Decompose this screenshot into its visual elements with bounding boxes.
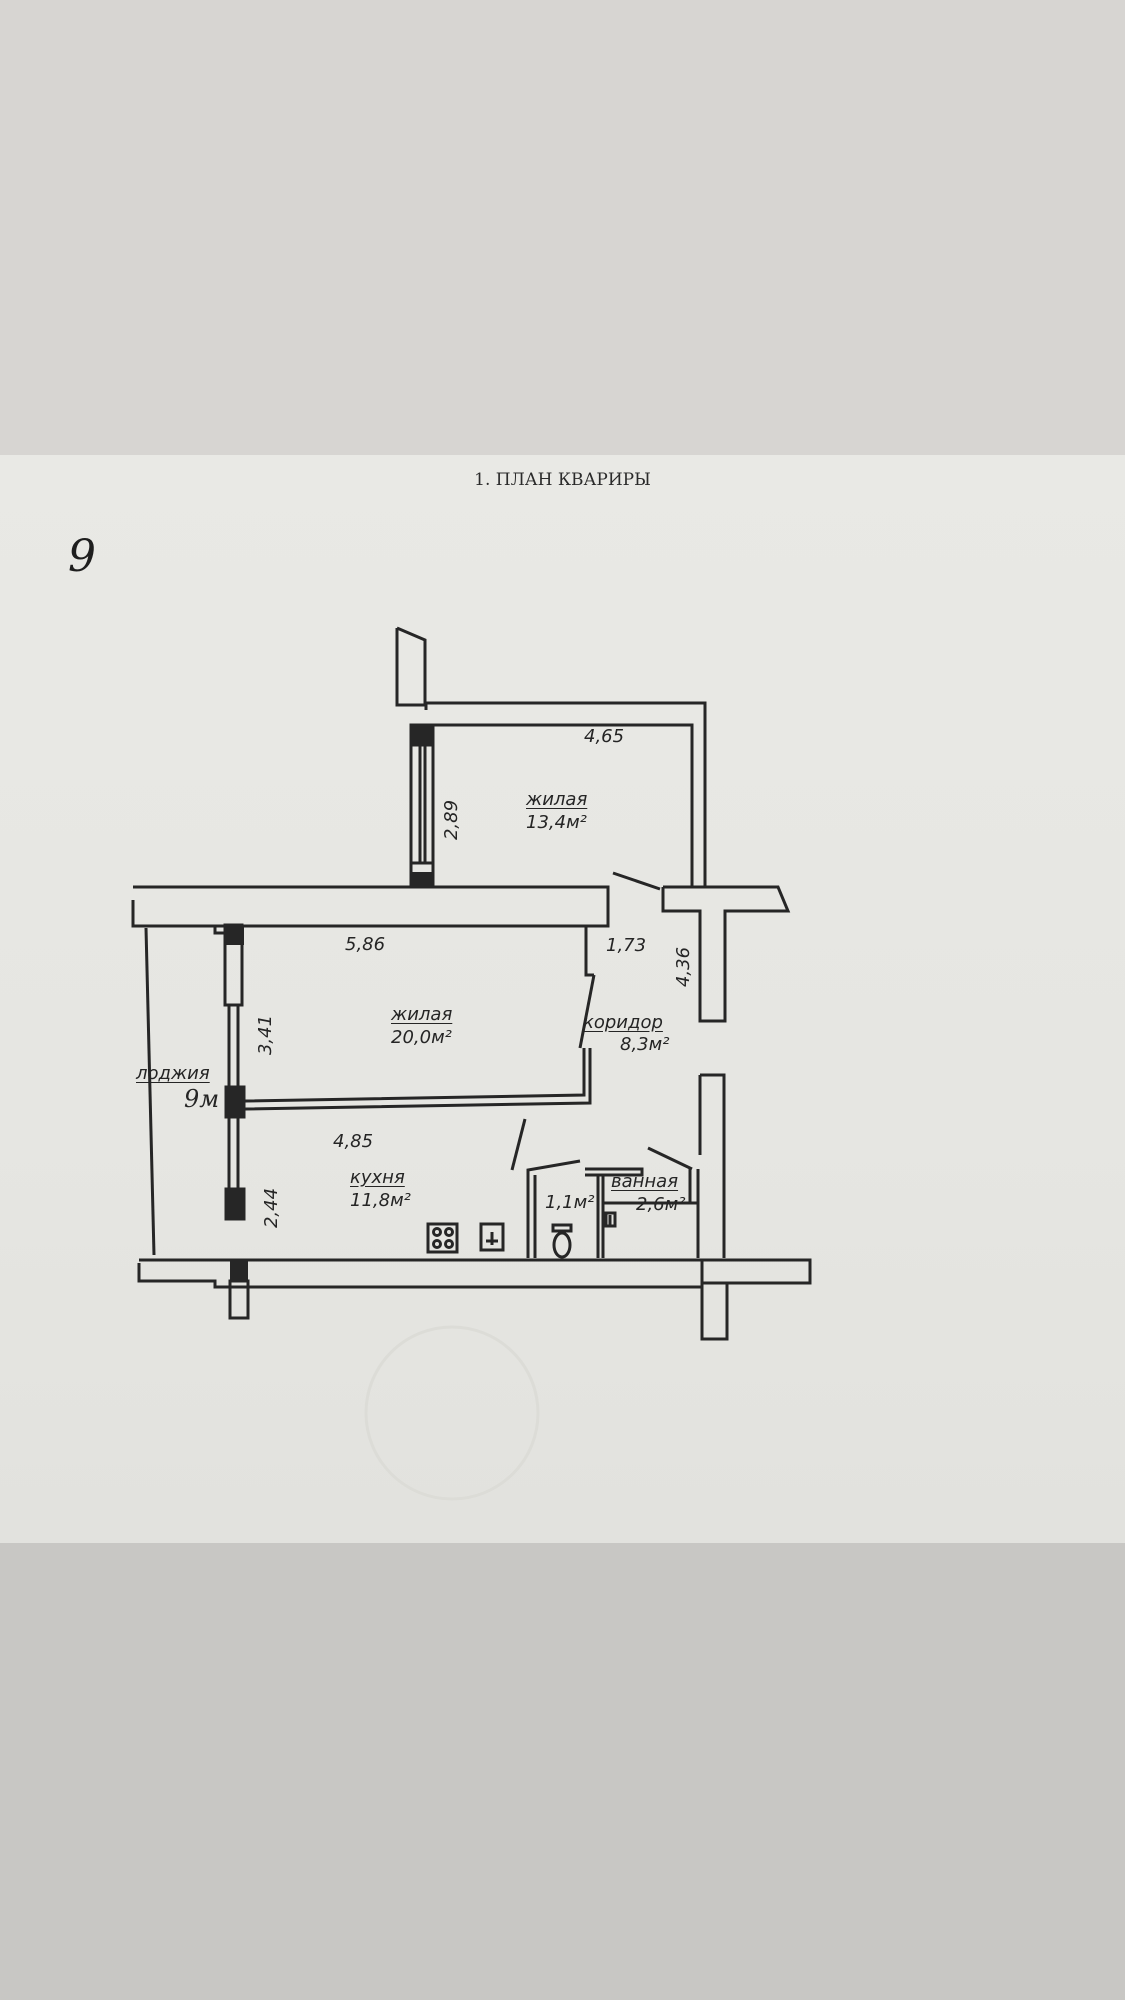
room-name-bedroom: жилая	[526, 789, 588, 810]
dim-corridor-length: 4,36	[673, 946, 695, 988]
faint-stamp	[364, 1325, 540, 1501]
paper-sheet: 1. ПЛАН КВАРИРЫ 9	[0, 455, 1125, 1543]
room-name-bath: ванная	[611, 1171, 679, 1192]
dim-living-depth: 3,41	[255, 1014, 277, 1056]
toilet-bowl-icon	[552, 1231, 572, 1259]
document-title: 1. ПЛАН КВАРИРЫ	[474, 470, 651, 490]
background-bottom	[0, 1543, 1125, 2000]
room-area-corridor: 8,3м²	[620, 1034, 670, 1055]
living-right-wall	[584, 927, 594, 977]
bedroom-window-frame	[409, 723, 435, 887]
dim-bedroom-width: 4,65	[584, 726, 625, 747]
dim-kitchen-depth: 2,44	[261, 1187, 283, 1229]
loggia-outer-wall	[144, 927, 156, 1256]
living-top-wall	[131, 885, 610, 928]
bath-partition	[585, 1167, 644, 1177]
dim-kitchen-width: 4,85	[333, 1131, 374, 1152]
room-area-living: 20,0м²	[391, 1027, 452, 1048]
toilet-partition	[526, 1159, 581, 1258]
bottom-stub-right	[700, 1281, 729, 1341]
room-area-kitchen: 11,8м²	[350, 1190, 411, 1211]
room-area-bedroom: 13,4м²	[526, 812, 587, 833]
dim-living-width: 5,86	[345, 934, 386, 955]
dim-corridor-width: 1,73	[606, 935, 647, 956]
page-number: 9	[68, 531, 96, 582]
stove-icon	[426, 1222, 459, 1254]
toilet-tank-icon	[551, 1223, 573, 1233]
room-name-living: жилая	[391, 1004, 453, 1025]
room-area-bath: 2,6м²	[636, 1194, 686, 1215]
room-area-loggia: 9м	[184, 1085, 220, 1113]
room-area-toilet: 1,1м²	[545, 1192, 595, 1213]
room-name-corridor: коридор	[583, 1012, 663, 1033]
sink-icon	[479, 1222, 505, 1252]
exterior-bottom-wall	[137, 1258, 704, 1289]
background-top	[0, 0, 1125, 455]
bedroom-inner-wall	[428, 723, 694, 887]
room-name-kitchen: кухня	[350, 1167, 405, 1188]
corridor-lower-wall	[700, 1073, 726, 1258]
room-name-loggia: лоджия	[136, 1063, 210, 1084]
corridor-right-wall	[661, 885, 791, 1023]
bath-sink-icon	[604, 1211, 617, 1228]
dim-bedroom-depth: 2,89	[441, 799, 463, 841]
floor-plan	[131, 626, 812, 1501]
exterior-stub	[395, 626, 427, 707]
